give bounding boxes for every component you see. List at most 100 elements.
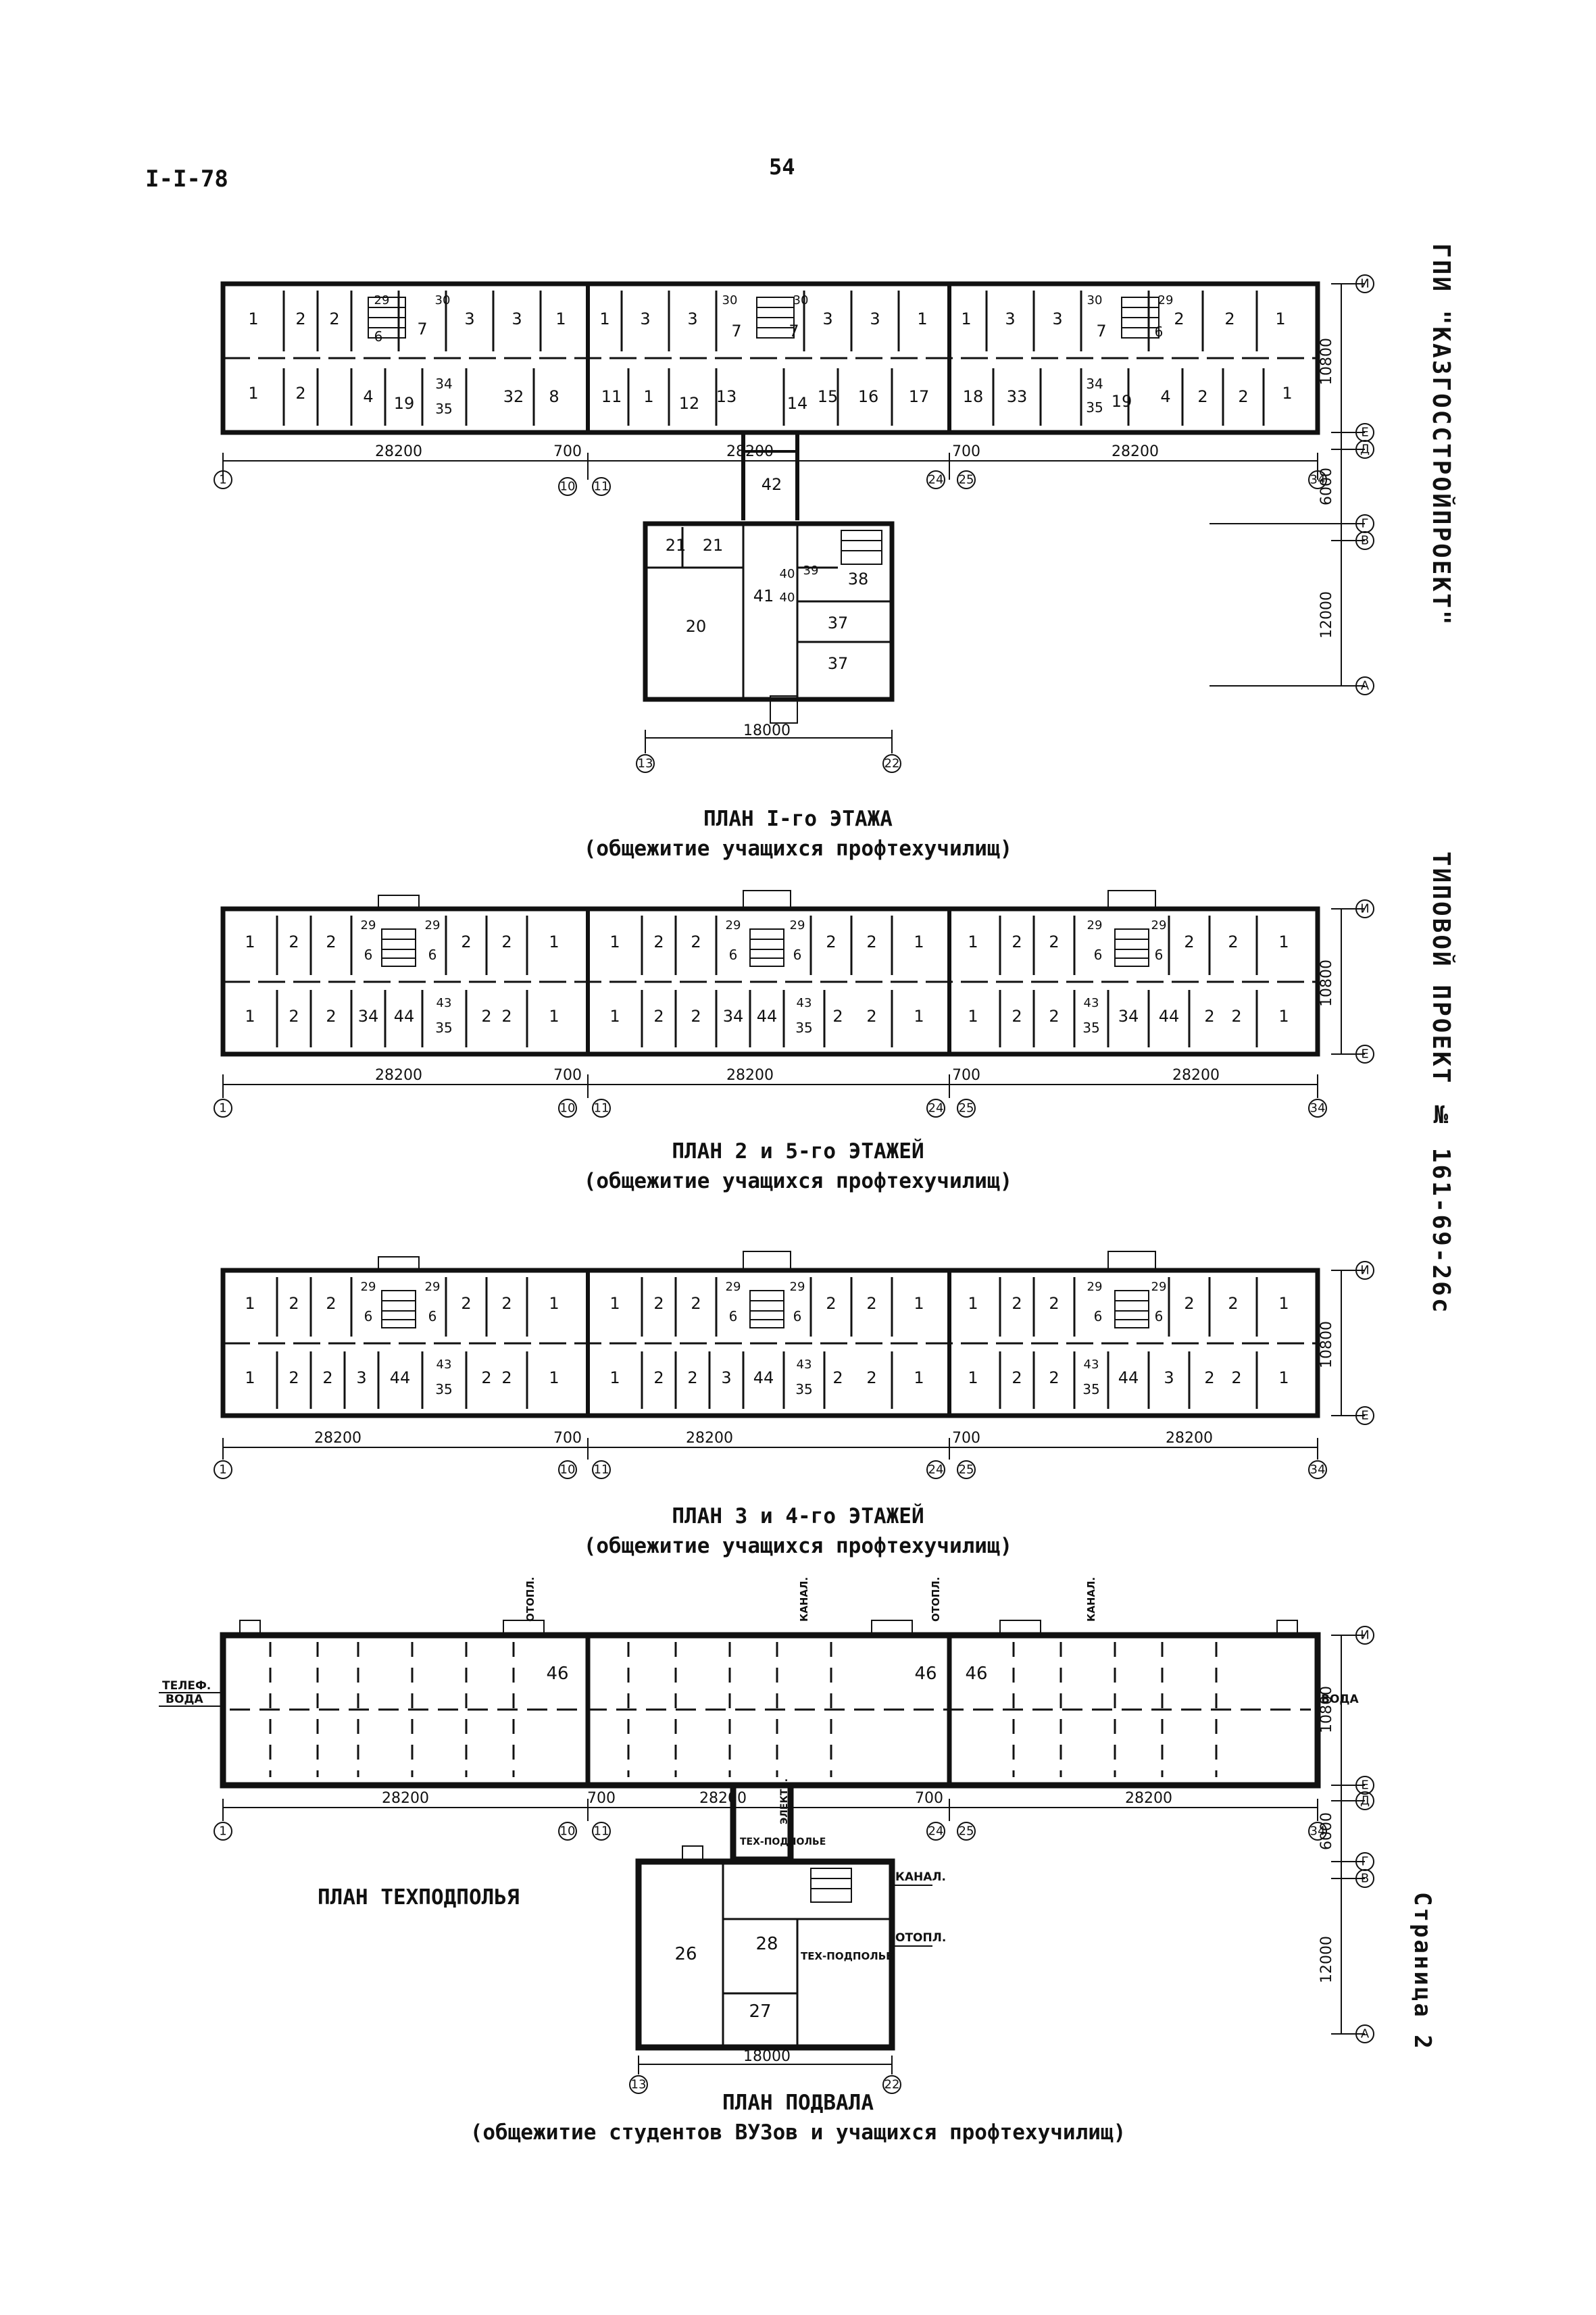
room-label: 2 — [691, 1294, 701, 1313]
axis-34: 34 — [1310, 473, 1326, 487]
axis-D-t: Д — [1360, 1794, 1370, 1808]
document-code: I-I-78 — [145, 166, 228, 193]
room-label: 29 — [361, 918, 376, 932]
dim-link: 6000 — [1318, 468, 1335, 505]
room-label: 2 — [832, 1007, 843, 1026]
plan-third-title: ПЛАН 3 и 4-го ЭТАЖЕЙ — [672, 1504, 924, 1528]
room-label: 6 — [729, 1308, 738, 1324]
room-label: 1 — [914, 1294, 924, 1313]
room-label: 6 — [793, 947, 802, 963]
axis-I-p3: И — [1360, 1264, 1369, 1278]
room-label: 1 — [968, 1007, 978, 1026]
room-label: 1 — [914, 932, 924, 951]
page-label: Страница 2 — [1409, 1892, 1436, 2051]
axis-G-t: Г — [1362, 1855, 1369, 1869]
room-label: 1 — [609, 1294, 620, 1313]
room-label: 2 — [481, 1007, 491, 1026]
room-label: 2 — [501, 1294, 512, 1313]
axis-10-t: 10 — [560, 1824, 576, 1839]
room-label: 6 — [364, 1308, 373, 1324]
room-label: 2 — [289, 1294, 299, 1313]
axis-V: В — [1361, 534, 1369, 548]
dim-basement-width: 18000 — [743, 2048, 791, 2065]
room-label: 33 — [1007, 387, 1028, 406]
dim-gap-t-1: 700 — [587, 1790, 616, 1807]
room-label: 6 — [428, 947, 437, 963]
room-label: 2 — [1174, 309, 1184, 328]
room-label: 1 — [245, 1294, 255, 1313]
room-label: 14 — [787, 394, 808, 413]
room-label: 1 — [914, 1007, 924, 1026]
dim-section-2: 28200 — [726, 443, 774, 460]
axis-25-p2: 25 — [959, 1101, 974, 1116]
room-label: 2 — [653, 1368, 664, 1387]
room-label: 29 — [374, 293, 390, 307]
room-label: 2 — [1012, 1294, 1022, 1313]
room-label: 2 — [832, 1368, 843, 1387]
room-label: 35 — [435, 1020, 452, 1036]
room-label: 3 — [356, 1368, 366, 1387]
room-label: 1 — [1278, 1368, 1289, 1387]
dim-gap-t-2: 700 — [915, 1790, 943, 1807]
room-label: 34 — [1086, 376, 1103, 392]
plan-first-floor — [220, 281, 1365, 753]
room-label: 2 — [866, 1368, 876, 1387]
dim-wing-depth-t: 12000 — [1318, 1936, 1335, 1983]
axis-24: 24 — [928, 473, 944, 487]
service-label-water: ВОДА — [166, 1693, 204, 1706]
room-label: 1 — [1275, 309, 1285, 328]
room-label: 1 — [961, 309, 971, 328]
room-label: 2 — [1049, 1294, 1059, 1313]
room-label: 19 — [1112, 392, 1132, 411]
room-label: 28 — [755, 1934, 778, 1954]
dim-wing-width: 18000 — [743, 722, 791, 739]
axis-25: 25 — [959, 473, 974, 487]
room-label: 2 — [1012, 1007, 1022, 1026]
room-label: 2 — [1012, 932, 1022, 951]
axis-1: 1 — [219, 473, 226, 487]
room-label: 3 — [1052, 309, 1062, 328]
room-label: 1 — [245, 1368, 255, 1387]
room-label: 44 — [1118, 1368, 1139, 1387]
room-label: 6 — [374, 328, 383, 345]
room-label: 1 — [914, 1368, 924, 1387]
room-label: 2 — [1049, 1007, 1059, 1026]
axis-13: 13 — [638, 757, 653, 771]
dim-section-p3-2: 28200 — [686, 1430, 733, 1447]
room-label: 13 — [716, 387, 737, 406]
room-label: 43 — [437, 996, 452, 1010]
room-label: 26 — [674, 1944, 697, 1964]
room-label: 2 — [1228, 1294, 1238, 1313]
room-label: 34 — [435, 376, 452, 392]
dim-gap-2: 700 — [952, 443, 980, 460]
room-label: 2 — [1204, 1007, 1214, 1026]
room-label: 42 — [762, 475, 782, 494]
room-label: 11 — [601, 387, 622, 406]
room-label: 35 — [1086, 399, 1103, 416]
room-label: 3 — [721, 1368, 731, 1387]
room-label: 1 — [917, 309, 927, 328]
room-label: 6 — [1155, 947, 1164, 963]
plan-techunder-title: ПЛАН ТЕХПОДПОЛЬЯ — [318, 1885, 520, 1910]
room-label: 29 — [361, 1280, 376, 1294]
page-number: 54 — [769, 154, 795, 180]
room-label: 2 — [691, 932, 701, 951]
room-label: 2 — [461, 932, 471, 951]
room-label: 1 — [549, 1294, 559, 1313]
room-label: 1 — [245, 932, 255, 951]
room-label: 2 — [289, 1007, 299, 1026]
axis-10-p3: 10 — [560, 1463, 576, 1477]
axis-I: И — [1360, 277, 1369, 291]
axis-E-p2: Е — [1361, 1047, 1368, 1062]
axis-24-t: 24 — [928, 1824, 944, 1839]
room-label: 1 — [555, 309, 566, 328]
room-label: 32 — [503, 387, 524, 406]
dim-gap-p3-1: 700 — [553, 1430, 582, 1447]
axis-10: 10 — [560, 480, 576, 494]
dim-section-p3-3: 28200 — [1166, 1430, 1213, 1447]
room-label: 2 — [501, 1368, 512, 1387]
dim-section-t-1: 28200 — [382, 1790, 429, 1807]
room-label: 30 — [722, 293, 738, 307]
room-label: 35 — [1082, 1381, 1099, 1397]
